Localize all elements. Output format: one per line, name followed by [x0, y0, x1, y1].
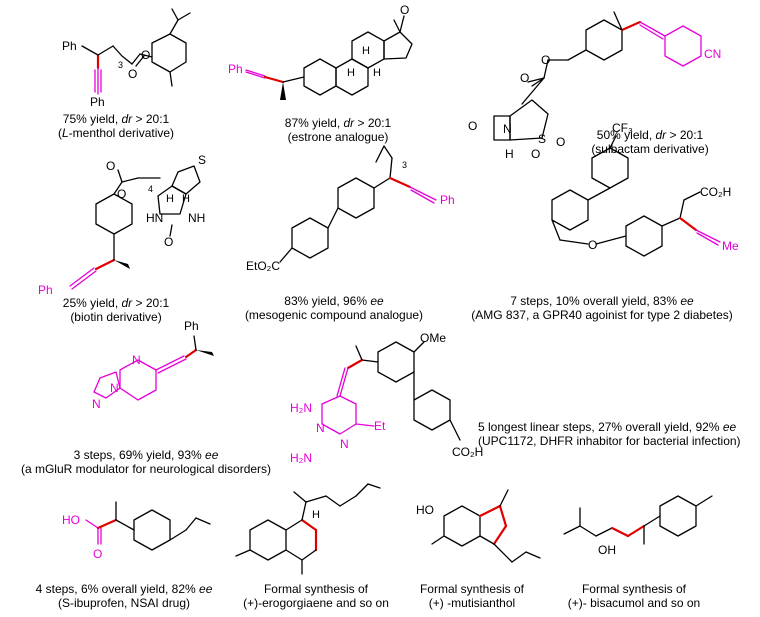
label-carbonyl-o: O [106, 159, 115, 173]
label-me: Me [722, 239, 739, 253]
caption-amg837: 7 steps, 10% overall yield, 83% ee (AMG … [471, 294, 733, 322]
label-ether-o: O [588, 238, 597, 252]
label-ho: HO [416, 503, 434, 517]
label-ph: Ph [228, 62, 243, 76]
label-ester-o: O [541, 53, 550, 67]
structure-estrone-analogue: Ph O H H H [228, 3, 413, 100]
label-carbonyl-o: O [520, 71, 529, 85]
caption-erogorgiaene: Formal synthesis of (+)-erogorgiaene and… [243, 582, 389, 610]
label-ester-o: O [117, 187, 126, 201]
caption-mglur: 3 steps, 69% yield, 93% ee (a mGluR modu… [20, 448, 272, 476]
label-hn: HN [146, 211, 163, 225]
structure-mutisianthol: HO [416, 489, 541, 563]
label-ph: Ph [184, 319, 199, 333]
caption-mutisianthol: Formal synthesis of (+) -mutisianthol [419, 582, 525, 610]
label-chain-count: 3 [118, 60, 123, 70]
label-s: S [538, 132, 546, 146]
label-s: S [198, 153, 206, 167]
label-n-3: N [92, 397, 101, 411]
structure-upc1172: OMe H₂N H₂N N N Et CO₂H [290, 331, 483, 465]
label-n-1: N [132, 353, 141, 367]
structure-erogorgiaene: H [235, 483, 381, 575]
label-ph-bottom: Ph [90, 95, 105, 109]
structure-bisacumol: OH [563, 495, 713, 557]
label-lactam-o: O [468, 119, 477, 133]
label-ester-o: O [141, 48, 150, 62]
structure-biotin-derivative: Ph O O 4 S HN NH H H O [38, 153, 206, 297]
label-h-2: H [347, 67, 355, 79]
caption-menthol: 75% yield, dr > 20:1 (L-menthol derivati… [57, 112, 175, 140]
label-cf3: CF₃ [612, 121, 633, 135]
label-ph-top: Ph [62, 39, 77, 53]
structure-menthol-derivative: Ph Ph 3 O O [62, 8, 191, 109]
label-h: H [312, 509, 320, 521]
label-urea-o: O [164, 235, 173, 249]
label-h2n-bottom: H₂N [290, 451, 312, 465]
label-co2h: CO₂H [452, 445, 483, 459]
structure-amg837: CF₃ CO₂H O Me [551, 121, 739, 257]
label-h2n-top: H₂N [290, 401, 312, 415]
label-cn: CN [704, 47, 721, 61]
caption-upc1172: 5 longest linear steps, 27% overall yiel… [478, 420, 741, 448]
label-oh: OH [598, 543, 616, 557]
label-h-1: H [166, 193, 174, 205]
caption-bisacumol: Formal synthesis of (+)- bisacumol and s… [567, 582, 701, 610]
label-n-1: N [316, 421, 325, 435]
label-n-2: N [110, 381, 119, 395]
caption-sulbactam: 50% yield, dr > 20:1 (sulbactam derivati… [591, 128, 709, 156]
caption-biotin: 25% yield, dr > 20:1 (biotin derivative) [62, 296, 170, 324]
structure-sulbactam-derivative: CN O O O N S O O H [468, 11, 721, 161]
label-ome: OMe [420, 331, 446, 345]
label-h-2: H [182, 193, 190, 205]
label-so-o1: O [531, 147, 540, 161]
label-nh: NH [188, 211, 205, 225]
label-h-3: H [373, 67, 381, 79]
label-n-2: N [340, 437, 349, 451]
label-h-1: H [362, 45, 370, 57]
label-chain-count: 4 [148, 184, 153, 194]
label-ester: EtO₂C [246, 259, 280, 273]
label-et: Et [374, 419, 386, 433]
label-ph: Ph [440, 193, 455, 207]
label-so-o2: O [556, 135, 565, 149]
caption-estrone: 87% yield, dr > 20:1 (estrone analogue) [284, 116, 392, 144]
label-co2h: CO₂H [700, 185, 731, 199]
label-ho: HO [62, 513, 80, 527]
label-chain-count: 3 [402, 160, 407, 170]
label-carbonyl-o: O [93, 547, 102, 561]
label-n: N [503, 122, 512, 136]
label-h: H [505, 147, 514, 161]
caption-ibuprofen: 4 steps, 6% overall yield, 82% ee (S-ibu… [35, 582, 213, 610]
structure-mglur-modulator: Ph N N N [92, 319, 214, 411]
label-ph: Ph [38, 283, 53, 297]
caption-mesogenic: 83% yield, 96% ee (mesogenic compound an… [244, 294, 424, 322]
structure-s-ibuprofen: HO O [62, 501, 211, 561]
label-carbonyl-o: O [128, 67, 137, 81]
structure-mesogenic-analogue: EtO₂C Ph 3 [246, 145, 455, 273]
label-ketone-o: O [400, 3, 409, 17]
